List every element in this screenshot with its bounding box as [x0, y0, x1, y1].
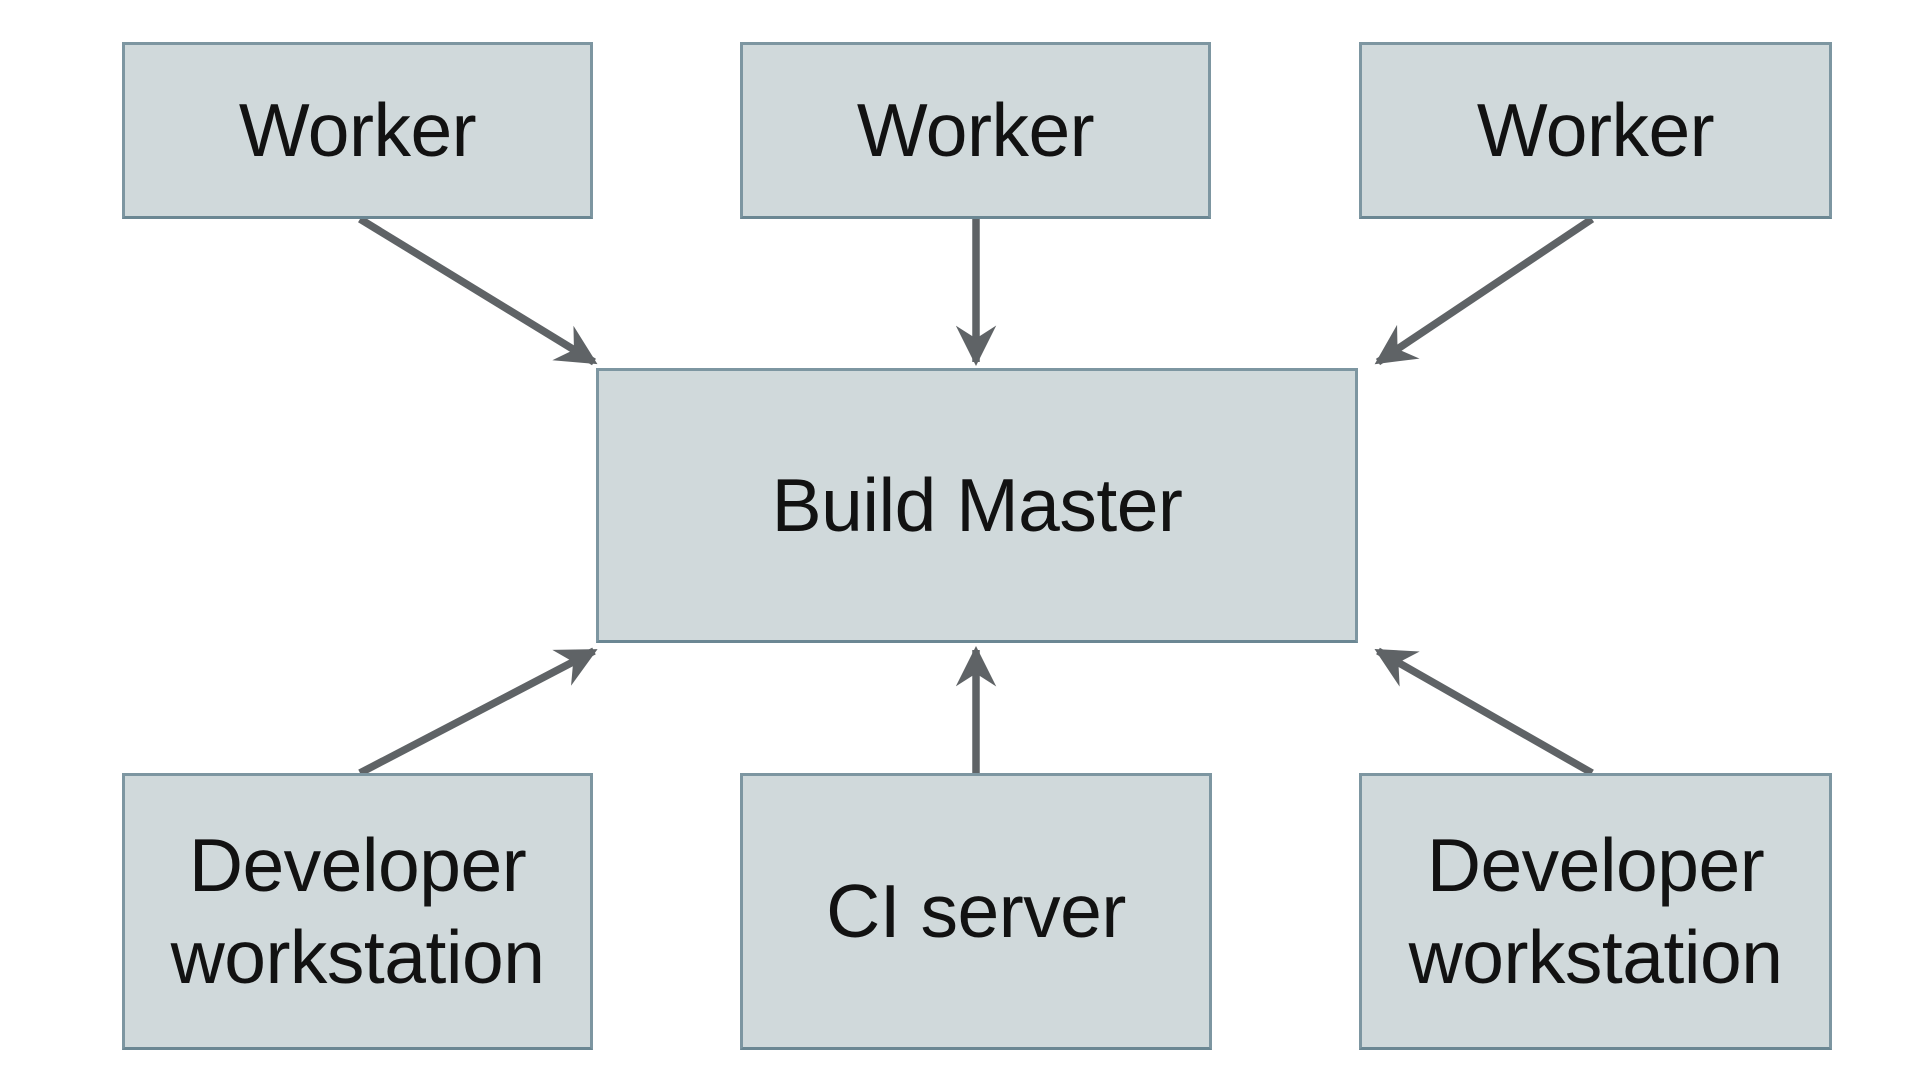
node-build-master-label: Build Master	[771, 462, 1183, 547]
node-developer-workstation-1-label: Developer workstation	[170, 823, 545, 999]
node-worker-1: Worker	[122, 42, 593, 219]
node-developer-workstation-2-label: Developer workstation	[1408, 823, 1783, 999]
node-worker-1-label: Worker	[238, 87, 477, 172]
node-ci-server-label: CI server	[826, 868, 1126, 953]
arrow-developer-workstation-2-to-build-master	[1374, 647, 1594, 777]
node-worker-2: Worker	[740, 42, 1211, 219]
node-ci-server: CI server	[740, 773, 1212, 1050]
node-developer-workstation-2: Developer workstation	[1359, 773, 1832, 1050]
arrow-developer-workstation-1-to-build-master	[358, 647, 598, 777]
node-build-master: Build Master	[596, 368, 1358, 643]
arrow-worker-1-to-build-master	[358, 215, 598, 366]
node-developer-workstation-1: Developer workstation	[122, 773, 593, 1050]
node-worker-3-label: Worker	[1476, 87, 1715, 172]
arrow-worker-3-to-build-master	[1374, 215, 1595, 366]
node-worker-2-label: Worker	[856, 87, 1095, 172]
node-worker-3: Worker	[1359, 42, 1832, 219]
